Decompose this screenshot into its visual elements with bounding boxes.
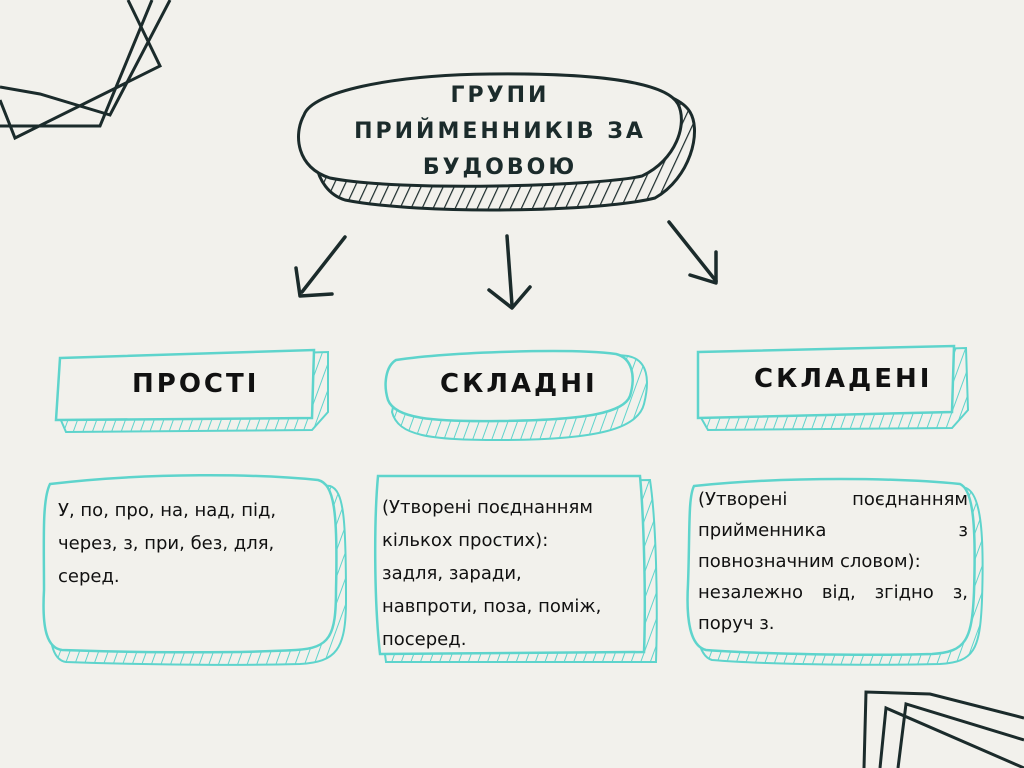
description-text-2: (Утворені поєднанням кількох простих): з… <box>382 491 638 656</box>
description-line: (Утворені поєднанням <box>698 489 968 510</box>
description-text-3: (Утворені поєднанням прийменника з повно… <box>698 484 968 639</box>
description-line: навпроти, поза, поміж, <box>382 596 602 617</box>
description-box-3 <box>686 477 984 666</box>
description-box-2 <box>373 474 658 663</box>
description-line: прийменника з <box>698 520 968 541</box>
description-line: незалежно від, згідно з, <box>698 582 968 603</box>
arrow-left-icon <box>294 235 347 298</box>
category-box-prosti <box>54 348 329 434</box>
title-line-1: ГРУПИ <box>450 83 550 108</box>
arrow-right-icon <box>667 220 718 285</box>
description-text-1: У, по, про, на, над, під, через, з, при,… <box>58 494 312 593</box>
title-pill <box>297 72 696 212</box>
description-line: У, по, про, на, над, під, <box>58 500 277 521</box>
category-label-skladni: СКЛАДНІ <box>440 369 598 399</box>
description-line: через, з, при, без, для, <box>58 533 275 554</box>
category-box-skladni <box>384 349 648 442</box>
category-label-skladeni: СКЛАДЕНІ <box>754 364 933 394</box>
description-line: поруч з. <box>698 613 775 634</box>
description-line: кількох простих): <box>382 530 549 551</box>
diagram-title: ГРУПИ ПРИЙМЕННИКІВ ЗА БУДОВОЮ <box>330 78 670 186</box>
title-line-2: ПРИЙМЕННИКІВ ЗА <box>354 119 646 144</box>
category-box-skladeni <box>696 344 970 432</box>
description-line: посеред. <box>382 629 467 650</box>
title-line-3: БУДОВОЮ <box>422 155 578 180</box>
category-label-prosti: ПРОСТІ <box>132 369 260 399</box>
description-line: (Утворені поєднанням <box>382 497 593 518</box>
description-box-1 <box>42 473 348 666</box>
description-line: задля, заради, <box>382 563 522 584</box>
corner-decoration-top-left <box>0 0 172 141</box>
corner-decoration-bottom-right <box>862 690 1024 768</box>
description-line: серед. <box>58 566 120 587</box>
description-line: повнозначним словом): <box>698 551 921 572</box>
arrow-down-icon <box>487 234 532 310</box>
